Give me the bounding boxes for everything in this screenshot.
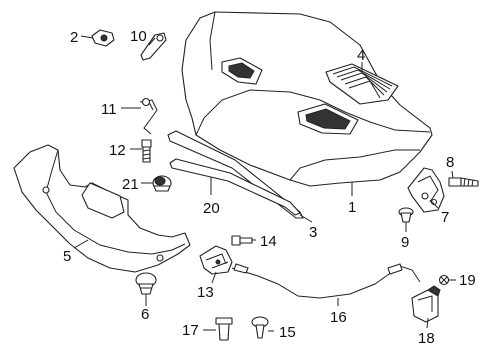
callout-9: 9 <box>401 234 409 251</box>
hood-panel <box>181 11 433 187</box>
bolt-12 <box>141 139 152 163</box>
callout-2: 2 <box>70 29 78 46</box>
callout-15: 15 <box>279 324 296 341</box>
callout-20: 20 <box>203 200 220 217</box>
callout-5: 5 <box>63 248 71 265</box>
callout-4: 4 <box>357 47 365 64</box>
hood-scoop <box>325 63 399 105</box>
callout-14: 14 <box>260 233 277 250</box>
clip-nut <box>91 29 115 47</box>
callout-18: 18 <box>418 330 435 347</box>
callout-19: 19 <box>459 272 476 289</box>
callout-6: 6 <box>141 306 149 323</box>
prop-rod-clip <box>140 32 167 61</box>
engine-shield <box>13 144 191 273</box>
clip-15 <box>251 316 269 339</box>
callout-8: 8 <box>446 154 454 171</box>
wire-clip <box>139 97 158 135</box>
callout-13: 13 <box>197 284 214 301</box>
callout-1: 1 <box>348 199 356 216</box>
callout-7: 7 <box>441 209 449 226</box>
callout-11: 11 <box>101 101 117 118</box>
callout-labels: 1 2 3 4 5 6 7 8 9 10 11 12 13 14 15 16 1… <box>63 28 476 347</box>
push-clip <box>135 272 157 295</box>
callout-17: 17 <box>182 322 199 339</box>
rubber-bumper <box>152 175 172 192</box>
bolt-8 <box>448 177 479 187</box>
callout-3: 3 <box>309 224 317 241</box>
screw-19 <box>438 274 450 286</box>
hood-latch <box>199 245 233 275</box>
callout-10: 10 <box>130 28 147 45</box>
bolt-14 <box>231 235 253 246</box>
bumper-stop <box>398 207 414 223</box>
leader-lines <box>73 35 456 332</box>
callout-16: 16 <box>330 309 347 326</box>
release-handle <box>411 285 441 323</box>
callout-12: 12 <box>109 142 126 159</box>
lower-seal-rod <box>169 158 301 216</box>
release-cable <box>231 263 421 299</box>
stud-17 <box>215 317 233 341</box>
callout-21: 21 <box>122 176 139 193</box>
hood-hinge <box>407 167 445 213</box>
